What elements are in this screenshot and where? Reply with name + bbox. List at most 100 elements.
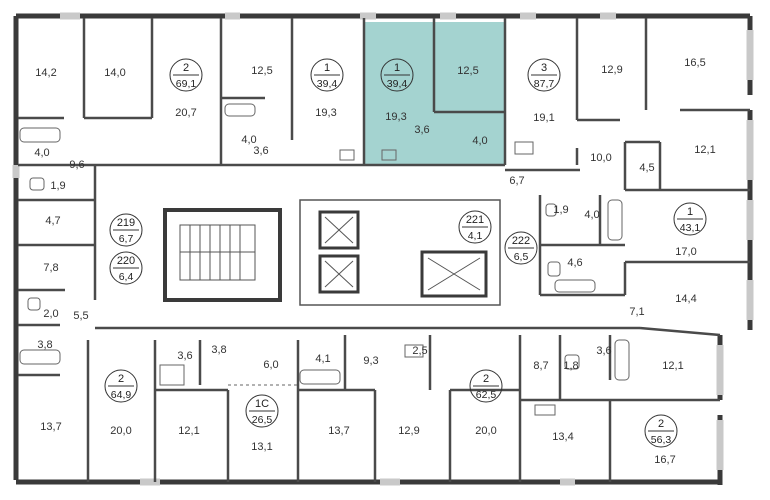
room-area-label: 1,8 xyxy=(563,360,578,372)
room-area-label: 7,1 xyxy=(629,306,644,318)
apartment-total-area: 39,4 xyxy=(317,78,338,90)
apartment-room-count: 222 xyxy=(512,235,530,247)
room-area-label: 10,0 xyxy=(590,152,611,164)
room-area-label: 12,9 xyxy=(601,64,622,76)
apartment-badge-circle xyxy=(380,58,414,92)
room-area-label: 2,0 xyxy=(43,308,58,320)
room-area-label: 19,1 xyxy=(533,112,554,124)
apartment-badge-circle xyxy=(458,210,492,244)
apartment-badge-circle xyxy=(527,58,561,92)
apartment-badge[interactable]: 387,7 xyxy=(527,58,561,92)
apartment-total-area: 87,7 xyxy=(534,78,555,90)
room-area-label: 13,7 xyxy=(40,421,61,433)
room-area-label: 4,0 xyxy=(472,135,487,147)
apartment-room-count: 221 xyxy=(466,214,484,226)
room-area-label: 4,0 xyxy=(584,209,599,221)
room-area-label: 12,1 xyxy=(694,144,715,156)
apartment-badge[interactable]: 256,3 xyxy=(644,414,678,448)
apartment-total-area: 26,5 xyxy=(252,414,273,426)
room-area-label: 12,5 xyxy=(251,65,272,77)
apartment-badge[interactable]: 139,4 xyxy=(310,58,344,92)
apartment-badge[interactable]: 139,4 xyxy=(380,58,414,92)
room-area-label: 12,1 xyxy=(662,360,683,372)
apartment-badge[interactable]: 1С 26,5 xyxy=(245,394,279,428)
room-area-label: 19,3 xyxy=(385,111,406,123)
room-area-label: 16,7 xyxy=(654,454,675,466)
apartment-badge[interactable]: 262,5 xyxy=(469,369,503,403)
room-area-label: 17,0 xyxy=(675,246,696,258)
apartment-badge-circle xyxy=(169,58,203,92)
room-area-label: 3,6 xyxy=(177,350,192,362)
room-area-label: 14,4 xyxy=(675,293,696,305)
elevator-shaft-2 xyxy=(318,254,360,294)
apartment-badge-circle xyxy=(109,213,143,247)
apartment-total-area: 6,7 xyxy=(119,233,134,245)
apartment-badge-circle xyxy=(245,394,279,428)
room-area-label: 9,3 xyxy=(363,355,378,367)
apartment-badge[interactable]: 264,9 xyxy=(104,369,138,403)
apartment-badge-circle xyxy=(104,369,138,403)
room-area-label: 4,5 xyxy=(639,162,654,174)
room-area-label: 14,2 xyxy=(35,67,56,79)
room-area-label: 12,5 xyxy=(457,65,478,77)
apartment-badge-circle xyxy=(673,202,707,236)
bathroom-fixtures xyxy=(19,103,630,416)
apartment-badge-circle xyxy=(644,414,678,448)
elevator-shaft-3 xyxy=(420,250,488,298)
apartment-total-area: 56,3 xyxy=(651,434,672,446)
apartment-room-count: 2 xyxy=(658,418,664,430)
apartment-room-count: 3 xyxy=(541,62,547,74)
room-area-label: 1,9 xyxy=(50,180,65,192)
apartment-room-count: 2 xyxy=(183,62,189,74)
room-area-label: 3,6 xyxy=(596,345,611,357)
apartment-room-count: 2 xyxy=(483,373,489,385)
room-area-label: 3,8 xyxy=(37,339,52,351)
apartment-room-count: 1 xyxy=(687,206,693,218)
room-area-label: 13,1 xyxy=(251,441,272,453)
room-area-label: 3,6 xyxy=(414,124,429,136)
apartment-badge[interactable]: 143,1 xyxy=(673,202,707,236)
apartment-total-area: 62,5 xyxy=(476,389,497,401)
apartment-room-count: 1 xyxy=(394,62,400,74)
apartment-total-area: 69,1 xyxy=(176,78,197,90)
interior-walls xyxy=(18,18,750,482)
apartment-badge-circle xyxy=(310,58,344,92)
apartment-room-count: 220 xyxy=(117,255,135,267)
room-area-label: 20,0 xyxy=(110,425,131,437)
staircase xyxy=(179,224,256,281)
room-area-label: 5,5 xyxy=(73,310,88,322)
windows xyxy=(12,12,754,486)
room-area-label: 3,6 xyxy=(253,145,268,157)
apartment-total-area: 6,4 xyxy=(119,271,134,283)
room-area-label: 4,7 xyxy=(45,215,60,227)
apartment-room-count: 1С xyxy=(255,398,269,410)
room-area-label: 13,7 xyxy=(328,425,349,437)
room-area-label: 8,7 xyxy=(533,360,548,372)
apartment-total-area: 39,4 xyxy=(387,78,408,90)
room-area-label: 2,5 xyxy=(412,345,427,357)
room-area-label: 20,7 xyxy=(175,107,196,119)
apartment-total-area: 6,5 xyxy=(514,251,529,263)
room-area-label: 20,0 xyxy=(475,425,496,437)
elevator-shaft-1 xyxy=(318,210,360,250)
room-area-label: 4,1 xyxy=(315,353,330,365)
building-core xyxy=(163,199,501,306)
apartment-badge-circle xyxy=(504,231,538,265)
apartment-room-count: 2 xyxy=(118,373,124,385)
apartment-total-area: 64,9 xyxy=(111,389,132,401)
room-area-label: 9,6 xyxy=(69,159,84,171)
room-area-label: 4,0 xyxy=(241,134,256,146)
room-area-label: 12,1 xyxy=(178,425,199,437)
apartment-badges: 269,1139,4139,4387,7143,12196,72206,4221… xyxy=(104,58,707,448)
apartment-badge[interactable]: 269,1 xyxy=(169,58,203,92)
apartment-room-count: 219 xyxy=(117,217,135,229)
room-area-label: 12,9 xyxy=(398,425,419,437)
apartment-badge-circle xyxy=(109,251,143,285)
room-area-label: 6,7 xyxy=(509,175,524,187)
apartment-room-count: 1 xyxy=(324,62,330,74)
